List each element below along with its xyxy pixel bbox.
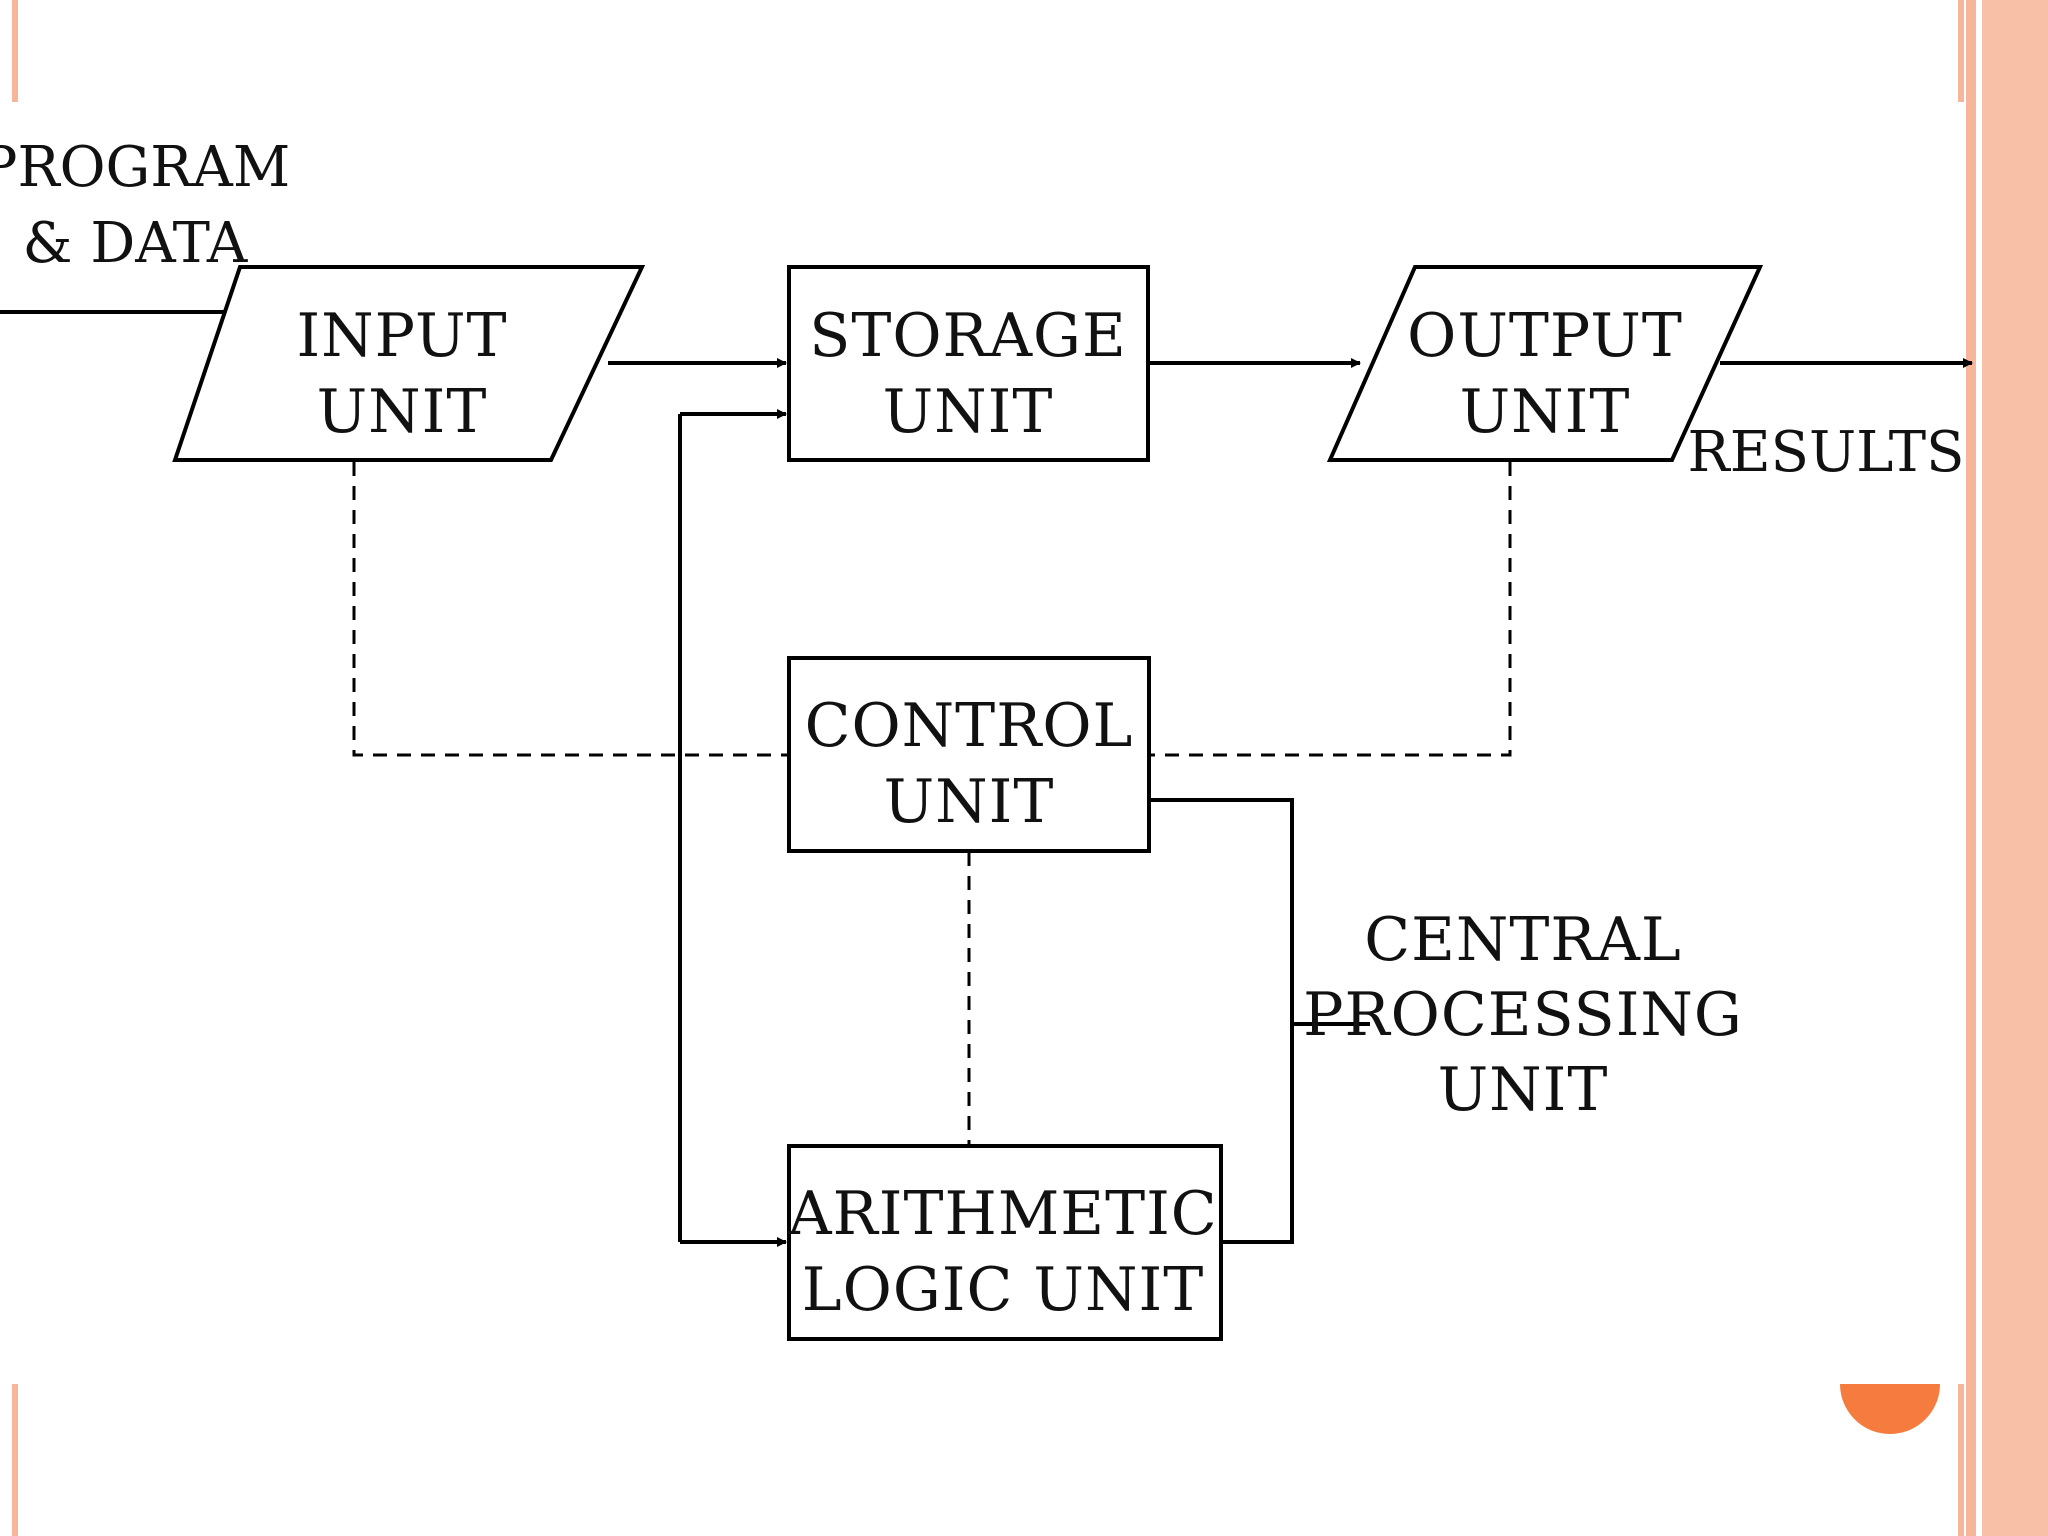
right-accent-strip-inner bbox=[1966, 0, 1976, 1536]
left-top-accent-line bbox=[12, 0, 18, 102]
storage-unit-shape bbox=[787, 265, 1150, 462]
results-label: RESULTS bbox=[1688, 420, 1965, 485]
input-unit: INPUT UNIT bbox=[172, 265, 646, 462]
storage-unit-label-line1: STORAGE bbox=[809, 301, 1127, 371]
orange-circle-accent bbox=[1840, 1384, 1940, 1434]
program-data-line2: & DATA bbox=[23, 211, 248, 276]
control-unit-label-line2: UNIT bbox=[884, 767, 1055, 837]
input-unit-label-line2: UNIT bbox=[317, 377, 488, 447]
cpu-label-line3: UNIT bbox=[1438, 1055, 1609, 1125]
right-top-accent-line bbox=[1958, 0, 1964, 102]
dashed-input-to-control bbox=[352, 462, 788, 757]
dashed-output-to-control bbox=[1150, 462, 1512, 757]
alu-unit-shape bbox=[787, 1144, 1223, 1341]
right-bottom-accent-line bbox=[1958, 1384, 1964, 1536]
output-unit-shape bbox=[1326, 265, 1764, 462]
output-unit-label-line1: OUTPUT bbox=[1407, 301, 1683, 371]
cpu-label: CENTRAL PROCESSING UNIT bbox=[1303, 905, 1743, 1125]
control-unit-label-line1: CONTROL bbox=[805, 691, 1134, 761]
cpu-label-line1: CENTRAL bbox=[1364, 905, 1682, 975]
slide-decoration bbox=[12, 0, 2048, 1536]
cpu-label-line2: PROCESSING bbox=[1303, 980, 1743, 1050]
program-data-line1: PROGRAM bbox=[0, 135, 290, 200]
connectors bbox=[0, 307, 1973, 1247]
input-unit-shape bbox=[172, 265, 646, 462]
output-unit: OUTPUT UNIT bbox=[1326, 265, 1764, 462]
cpu-bracket bbox=[1150, 798, 1294, 1244]
left-bottom-accent-line bbox=[12, 1384, 18, 1536]
program-data-label: PROGRAM & DATA bbox=[0, 135, 290, 276]
control-signals bbox=[352, 462, 1512, 1146]
alu-unit-label-line1: ARITHMETIC bbox=[787, 1179, 1217, 1249]
storage-unit: STORAGE UNIT bbox=[787, 265, 1150, 462]
control-unit: CONTROL UNIT bbox=[787, 656, 1151, 853]
control-unit-shape bbox=[787, 656, 1151, 853]
alu-unit: ARITHMETIC LOGIC UNIT bbox=[787, 1144, 1223, 1341]
storage-unit-label-line2: UNIT bbox=[883, 377, 1054, 447]
alu-unit-label-line2: LOGIC UNIT bbox=[802, 1255, 1204, 1325]
output-unit-label-line2: UNIT bbox=[1460, 377, 1631, 447]
input-unit-label-line1: INPUT bbox=[296, 301, 507, 371]
right-accent-strip-outer bbox=[1982, 0, 2048, 1536]
